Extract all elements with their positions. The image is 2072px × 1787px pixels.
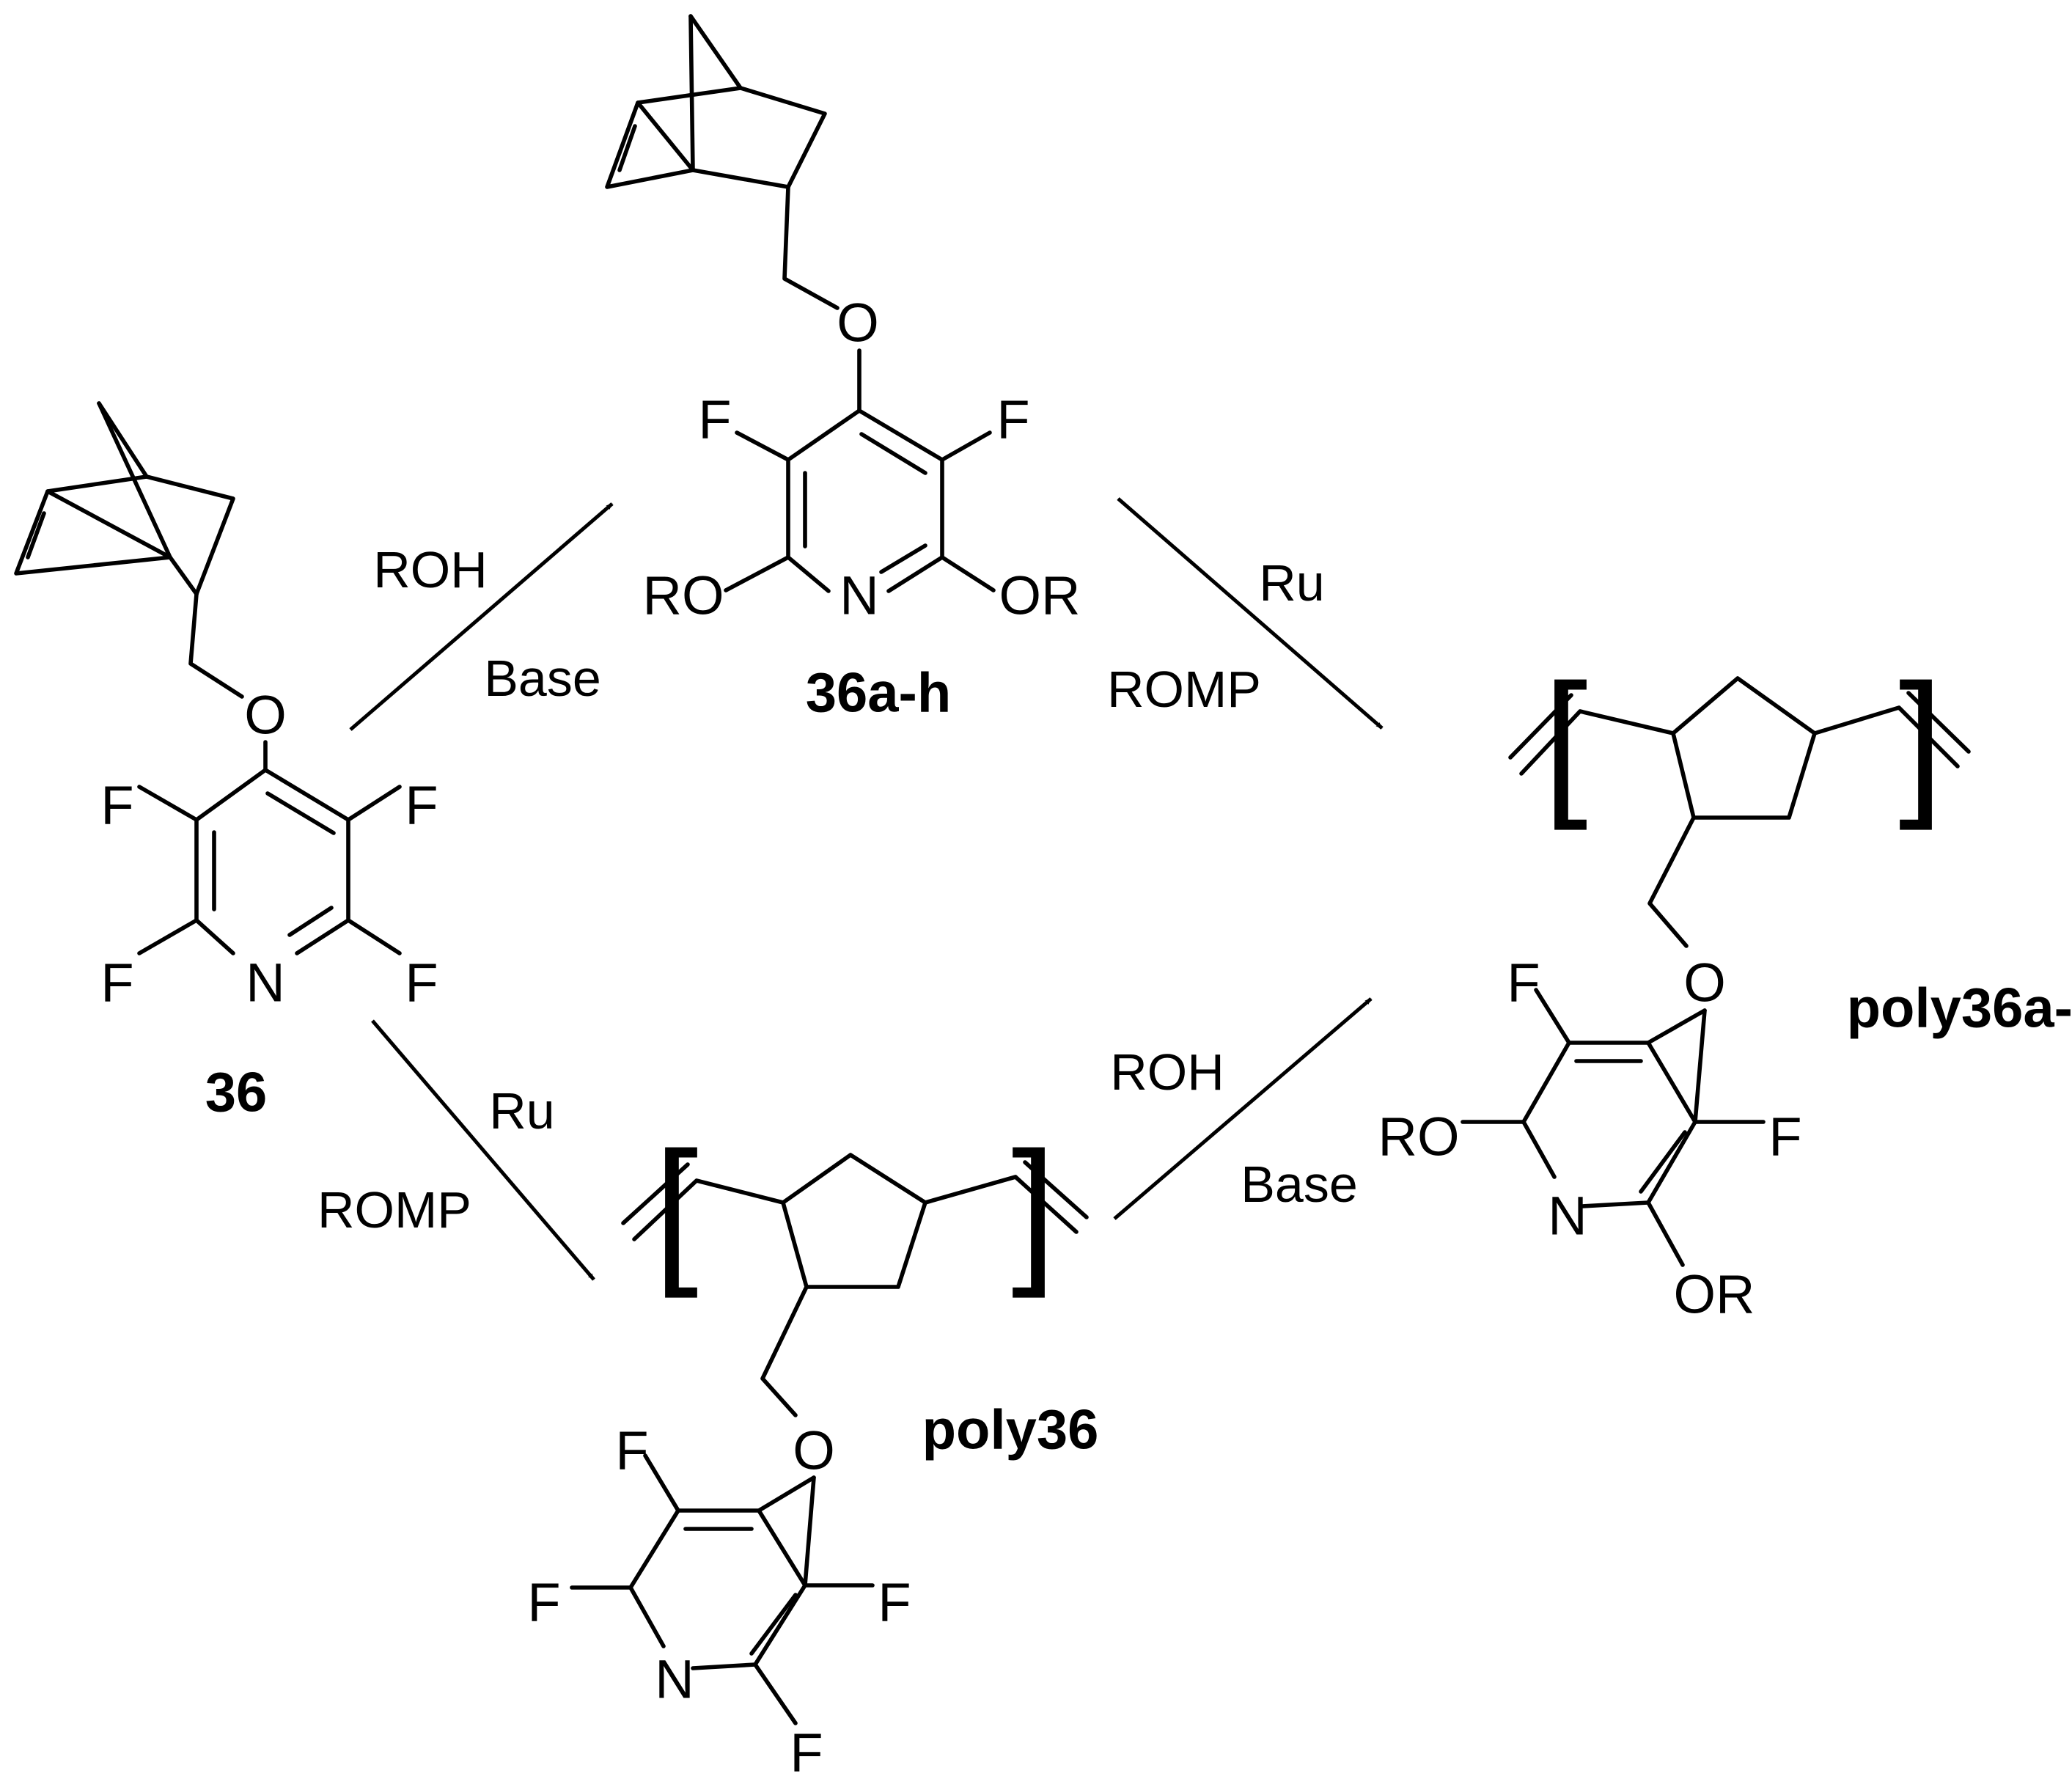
compound-36a-h: O F F RO OR N 36a-h bbox=[605, 14, 1081, 724]
oxygen-atom: O bbox=[793, 1420, 835, 1481]
fluorine-atom: F bbox=[878, 1572, 911, 1633]
reaction-arrow bbox=[1113, 997, 1373, 1220]
norbornene-ring bbox=[14, 401, 235, 596]
reagent-label: Ru bbox=[489, 1082, 554, 1140]
compound-poly36a-h: [ ] O F F RO OR N poly36a-h bbox=[1378, 650, 2072, 1325]
arrow-36-to-poly36: Ru ROMP bbox=[317, 1019, 595, 1281]
arrow-36-to-36a-h: ROH Base bbox=[349, 502, 614, 731]
norbornene-ring bbox=[605, 14, 827, 189]
condition-label: ROMP bbox=[317, 1181, 471, 1239]
condition-label: ROMP bbox=[1107, 661, 1261, 718]
fluorine-atom: F bbox=[1768, 1107, 1801, 1167]
compound-label: poly36a-h bbox=[1847, 977, 2072, 1040]
ch2-link bbox=[188, 592, 244, 699]
pyridine-ring bbox=[1461, 988, 1766, 1267]
condition-label: Base bbox=[484, 650, 601, 707]
cyclopentane-backbone bbox=[1508, 676, 1971, 820]
fluorine-atom: F bbox=[405, 953, 438, 1013]
ch2-link bbox=[760, 1285, 809, 1417]
reagent-label: Ru bbox=[1259, 554, 1324, 612]
reagent-label: ROH bbox=[373, 541, 488, 598]
compound-poly36: [ ] O F F F F N poly36 bbox=[527, 1118, 1098, 1783]
compound-36: O F F F F N 36 bbox=[14, 401, 438, 1124]
pyridine-ring bbox=[570, 1453, 875, 1725]
ch2-link bbox=[1647, 815, 1696, 948]
compound-label: 36a-h bbox=[806, 662, 952, 724]
polymer-bracket-close: ] bbox=[1898, 650, 1943, 831]
compound-label: poly36 bbox=[922, 1399, 1099, 1461]
polymer-bracket-close: ] bbox=[1011, 1118, 1056, 1299]
polymer-bracket-open: [ bbox=[653, 1118, 698, 1299]
arrow-poly36-to-poly36a-h: ROH Base bbox=[1110, 997, 1373, 1220]
fluorine-atom: F bbox=[100, 775, 133, 836]
nitrogen-atom: N bbox=[1548, 1186, 1587, 1247]
cyclopentane-backbone bbox=[621, 1153, 1089, 1289]
arrow-36a-h-to-poly36a-h: Ru ROMP bbox=[1107, 497, 1384, 730]
fluorine-atom: F bbox=[615, 1420, 648, 1481]
reaction-arrow bbox=[1117, 497, 1384, 730]
reaction-arrow bbox=[349, 502, 614, 731]
oxygen-atom: O bbox=[1683, 953, 1726, 1013]
alkoxy-group: OR bbox=[999, 565, 1081, 626]
alkoxy-group: RO bbox=[1378, 1107, 1460, 1167]
pyridine-ring bbox=[137, 740, 402, 955]
fluorine-atom: F bbox=[790, 1722, 823, 1783]
pyridine-ring bbox=[724, 348, 996, 593]
fluorine-atom: F bbox=[1507, 953, 1540, 1013]
fluorine-atom: F bbox=[100, 953, 133, 1013]
reagent-label: ROH bbox=[1110, 1043, 1224, 1101]
alkoxy-group: RO bbox=[643, 565, 724, 626]
compound-label: 36 bbox=[205, 1062, 268, 1124]
polymer-bracket-open: [ bbox=[1543, 650, 1587, 831]
nitrogen-atom: N bbox=[840, 565, 878, 626]
ch2-link bbox=[782, 185, 840, 310]
condition-label: Base bbox=[1241, 1156, 1358, 1213]
oxygen-atom: O bbox=[837, 293, 879, 353]
oxygen-atom: O bbox=[244, 685, 287, 746]
fluorine-atom: F bbox=[405, 775, 438, 836]
fluorine-atom: F bbox=[698, 389, 731, 450]
nitrogen-atom: N bbox=[655, 1649, 694, 1710]
reaction-arrow bbox=[371, 1019, 595, 1281]
fluorine-atom: F bbox=[996, 389, 1029, 450]
alkoxy-group: OR bbox=[1674, 1264, 1755, 1325]
fluorine-atom: F bbox=[527, 1572, 560, 1633]
nitrogen-atom: N bbox=[246, 953, 284, 1013]
